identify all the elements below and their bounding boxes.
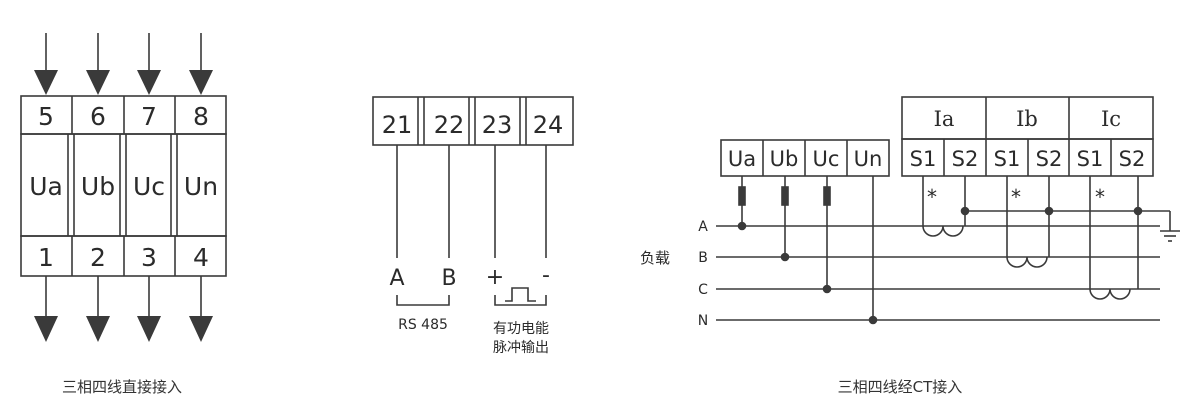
phase-label-b: B <box>698 250 708 266</box>
pulse-label-line1: 有功电能 <box>493 321 549 337</box>
ct-connection-diagram <box>716 96 1180 325</box>
communication-diagram <box>372 96 574 306</box>
direct-connection-labels: 5 6 7 8 Ua Ub Uc Un 1 2 3 4 <box>29 102 218 272</box>
ct-terminal-ia-s1: S1 <box>910 147 937 171</box>
comm-terminal-row <box>372 96 574 146</box>
signal-minus: - <box>542 263 550 288</box>
rs485-label: RS 485 <box>398 317 448 333</box>
terminal-6: 6 <box>90 102 106 131</box>
voltage-label-un: Un <box>184 172 218 201</box>
terminal-21: 21 <box>382 111 413 139</box>
ground-icon <box>1160 230 1180 242</box>
terminal-uc: Uc <box>813 147 840 171</box>
ct-coil-c <box>1089 176 1131 300</box>
terminal-3: 3 <box>141 243 157 272</box>
arrow-down-icon <box>189 70 213 95</box>
direct-connection-diagram <box>20 33 227 342</box>
load-label: 负载 <box>640 249 670 267</box>
terminal-5: 5 <box>38 102 54 131</box>
arrow-down-icon <box>34 316 58 342</box>
fuse-icon <box>738 186 746 206</box>
arrow-down-icon <box>86 70 110 95</box>
ct-terminal-ia-s2: S2 <box>952 147 979 171</box>
arrow-down-icon <box>137 70 161 95</box>
pulse-bracket <box>494 295 547 306</box>
fuse-icon <box>781 186 789 206</box>
output-arrows <box>34 276 213 342</box>
rs485-bracket <box>396 295 450 306</box>
ct-group-ia: Ia <box>934 107 955 131</box>
signal-plus: + <box>486 265 504 290</box>
ct-connection-labels: Ua Ub Uc Un Ia Ib Ic S1 S2 S1 S2 S1 S2 *… <box>640 107 1145 329</box>
pulse-icon <box>505 287 536 302</box>
terminal-ub: Ub <box>770 147 799 171</box>
polarity-mark-c: * <box>1095 185 1105 209</box>
polarity-mark-b: * <box>1011 185 1021 209</box>
input-arrows <box>34 33 213 95</box>
arrow-down-icon <box>86 316 110 342</box>
fuse-icon <box>823 186 831 206</box>
terminal-23: 23 <box>482 111 513 139</box>
arrow-down-icon <box>189 316 213 342</box>
ct-group-ic: Ic <box>1101 107 1121 131</box>
arrow-down-icon <box>34 70 58 95</box>
junction-dot <box>780 252 790 262</box>
junction-dot <box>868 315 878 325</box>
ct-terminal-ic-s2: S2 <box>1119 147 1146 171</box>
caption-direct-connection: 三相四线直接接入 <box>62 378 182 396</box>
terminal-7: 7 <box>141 102 157 131</box>
ct-terminal-ib-s1: S1 <box>994 147 1021 171</box>
arrow-down-icon <box>137 316 161 342</box>
pulse-label-line2: 脉冲输出 <box>493 340 549 356</box>
phase-label-a: A <box>698 219 708 235</box>
polarity-mark-a: * <box>927 185 937 209</box>
junction-dot <box>737 221 747 231</box>
signal-b: B <box>441 266 456 291</box>
voltage-label-uc: Uc <box>133 172 165 201</box>
voltage-label-ua: Ua <box>29 172 63 201</box>
terminal-1: 1 <box>38 243 54 272</box>
phase-label-n: N <box>698 313 708 329</box>
ct-coil-a <box>922 176 964 237</box>
ct-terminal-ic-s1: S1 <box>1077 147 1104 171</box>
terminal-22: 22 <box>434 111 465 139</box>
terminal-ua: Ua <box>728 147 756 171</box>
phase-label-c: C <box>698 282 708 298</box>
terminal-2: 2 <box>90 243 106 272</box>
communication-labels: 21 22 23 24 A B + - RS 485 有功电能 脉冲输出 <box>382 111 564 356</box>
voltage-label-ub: Ub <box>81 172 115 201</box>
terminal-24: 24 <box>533 111 564 139</box>
ct-coil-b <box>1006 176 1048 268</box>
junction-dot <box>822 284 832 294</box>
terminal-8: 8 <box>193 102 209 131</box>
signal-a: A <box>389 266 404 291</box>
caption-ct-connection: 三相四线经CT接入 <box>838 378 963 396</box>
ct-group-ib: Ib <box>1016 107 1038 131</box>
ct-terminal-ib-s2: S2 <box>1036 147 1063 171</box>
terminal-un: Un <box>854 147 883 171</box>
terminal-4: 4 <box>193 243 209 272</box>
